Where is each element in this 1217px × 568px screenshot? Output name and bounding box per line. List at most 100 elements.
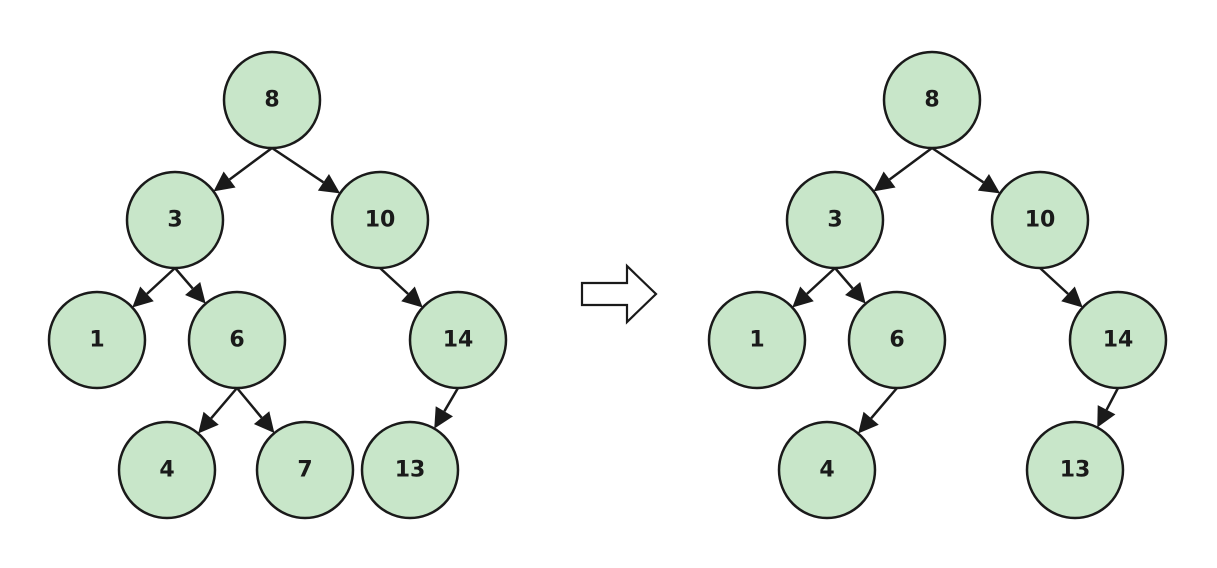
node-circle [255,420,355,520]
node-circle [847,290,947,390]
arrow-head-icon [1061,286,1083,308]
node-label: 14 [443,328,474,353]
arrow-head-icon [317,173,341,194]
node-label: 3 [827,208,842,233]
tree-after: 8 3 10 1 6 14 4 13 [707,50,1168,520]
arrow-head-icon [434,406,453,429]
edge-before-n3-n6 [174,267,206,304]
edge-before-n3-n1 [132,267,176,308]
edge-after-n14-n13 [1097,387,1120,428]
arrow-head-icon [1097,405,1116,428]
edge-before-n8-n10 [271,146,341,194]
node-circle [882,50,982,150]
node-label: 1 [749,328,764,353]
edge-before-n14-n13 [434,387,460,429]
edge-before-n6-n4 [198,387,238,434]
arrow-head-icon [132,286,154,308]
tree-node: 3 [785,170,885,270]
node-circle [990,170,1090,270]
tree-node: 10 [330,170,430,270]
node-label: 10 [1025,208,1056,233]
node-circle [222,50,322,150]
tree-node: 8 [882,50,982,150]
tree-node: 13 [1025,420,1125,520]
edge-before-n6-n7 [236,387,275,434]
tree-after-edges [792,146,1120,434]
edge-line [1039,267,1069,295]
edge-line [146,267,176,295]
tree-node: 6 [847,290,947,390]
node-circle [785,170,885,270]
arrow-head-icon [185,281,206,304]
edge-line [228,146,273,181]
node-circle [117,420,217,520]
node-label: 7 [297,458,312,483]
edge-after-n3-n6 [834,267,866,304]
node-circle [777,420,877,520]
tree-before-nodes: 8 3 10 1 6 14 4 7 13 [47,50,508,520]
edge-before-n10-n14 [379,267,423,308]
tree-node: 14 [1068,290,1168,390]
node-circle [408,290,508,390]
edge-line [443,387,460,412]
edge-line [834,267,854,290]
edge-after-n8-n3 [873,146,933,192]
edge-line [379,267,409,295]
edge-line [1105,387,1120,411]
edge-line [236,387,263,419]
node-circle [707,290,807,390]
node-label: 4 [159,458,174,483]
tree-after-nodes: 8 3 10 1 6 14 4 13 [707,50,1168,520]
node-label: 13 [1060,458,1091,483]
edge-after-n8-n10 [931,146,1001,194]
edge-before-n8-n3 [213,146,273,192]
node-label: 10 [365,208,396,233]
tree-node: 3 [125,170,225,270]
tree-node: 4 [777,420,877,520]
tree-node: 7 [255,420,355,520]
arrow-head-icon [198,411,219,434]
tree-node: 14 [408,290,508,390]
node-label: 3 [167,208,182,233]
edge-line [210,387,238,420]
edge-line [806,267,836,295]
edge-line [271,146,325,184]
arrow-head-icon [873,171,896,192]
node-label: 1 [89,328,104,353]
edge-line [870,387,898,420]
tree-before: 8 3 10 1 6 14 4 7 13 [47,50,508,520]
node-circle [125,170,225,270]
node-circle [360,420,460,520]
tree-before-edges [132,146,460,434]
arrow-head-icon [401,286,423,308]
tree-node: 1 [707,290,807,390]
arrow-head-icon [977,173,1001,194]
edge-after-n6-n4 [858,387,898,434]
node-label: 8 [264,88,279,113]
tree-node: 1 [47,290,147,390]
edge-line [174,267,194,290]
arrow-head-icon [253,411,275,434]
node-circle [1068,290,1168,390]
arrow-head-icon [792,286,814,308]
tree-node: 8 [222,50,322,150]
node-label: 14 [1103,328,1134,353]
node-circle [187,290,287,390]
tree-node: 13 [360,420,460,520]
node-label: 6 [889,328,904,353]
arrow-head-icon [213,171,236,192]
arrow-head-icon [845,281,866,304]
edge-after-n10-n14 [1039,267,1083,308]
edge-after-n3-n1 [792,267,836,308]
tree-node: 4 [117,420,217,520]
tree-node: 6 [187,290,287,390]
edge-line [931,146,985,184]
node-circle [1025,420,1125,520]
arrow-head-icon [858,411,879,434]
right-outline-arrow-icon [580,263,658,325]
node-circle [47,290,147,390]
node-label: 6 [229,328,244,353]
node-label: 13 [395,458,426,483]
tree-node: 10 [990,170,1090,270]
